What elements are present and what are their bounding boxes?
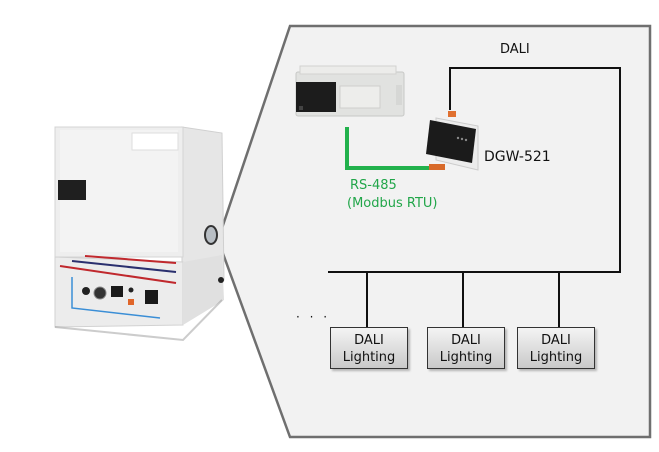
modbus-rtu-label: (Modbus RTU)	[347, 196, 438, 211]
furnace-display	[111, 286, 123, 297]
furnace-window	[58, 180, 86, 200]
dali-bus-loop	[328, 67, 621, 273]
dgw521-gateway-device	[426, 111, 479, 171]
gateway-label: DGW-521	[484, 149, 551, 165]
node-title: DALI	[541, 333, 571, 348]
furnace-device	[54, 126, 225, 342]
node-subtitle: Lighting	[342, 350, 396, 365]
node-title: DALI	[354, 333, 384, 348]
furnace-meter	[145, 290, 158, 304]
dali-lighting-node-3: DALI Lighting	[517, 327, 595, 369]
furnace-dial	[93, 286, 107, 300]
plc-device	[295, 65, 405, 117]
node-subtitle: Lighting	[439, 350, 493, 365]
rs485-label: RS-485	[350, 178, 397, 193]
furnace-label-plate	[131, 132, 179, 151]
dali-lighting-node-2: DALI Lighting	[427, 327, 505, 369]
node-subtitle: Lighting	[529, 350, 583, 365]
dali-bus-label: DALI	[500, 42, 530, 57]
rs485-link-line	[345, 127, 429, 170]
more-nodes-ellipsis: · · ·	[296, 310, 331, 324]
zoom-callout-panel	[216, 24, 652, 439]
dali-lighting-node-1: DALI Lighting	[330, 327, 408, 369]
node-title: DALI	[451, 333, 481, 348]
furnace-power-button	[82, 287, 90, 295]
furnace-port	[204, 225, 218, 245]
